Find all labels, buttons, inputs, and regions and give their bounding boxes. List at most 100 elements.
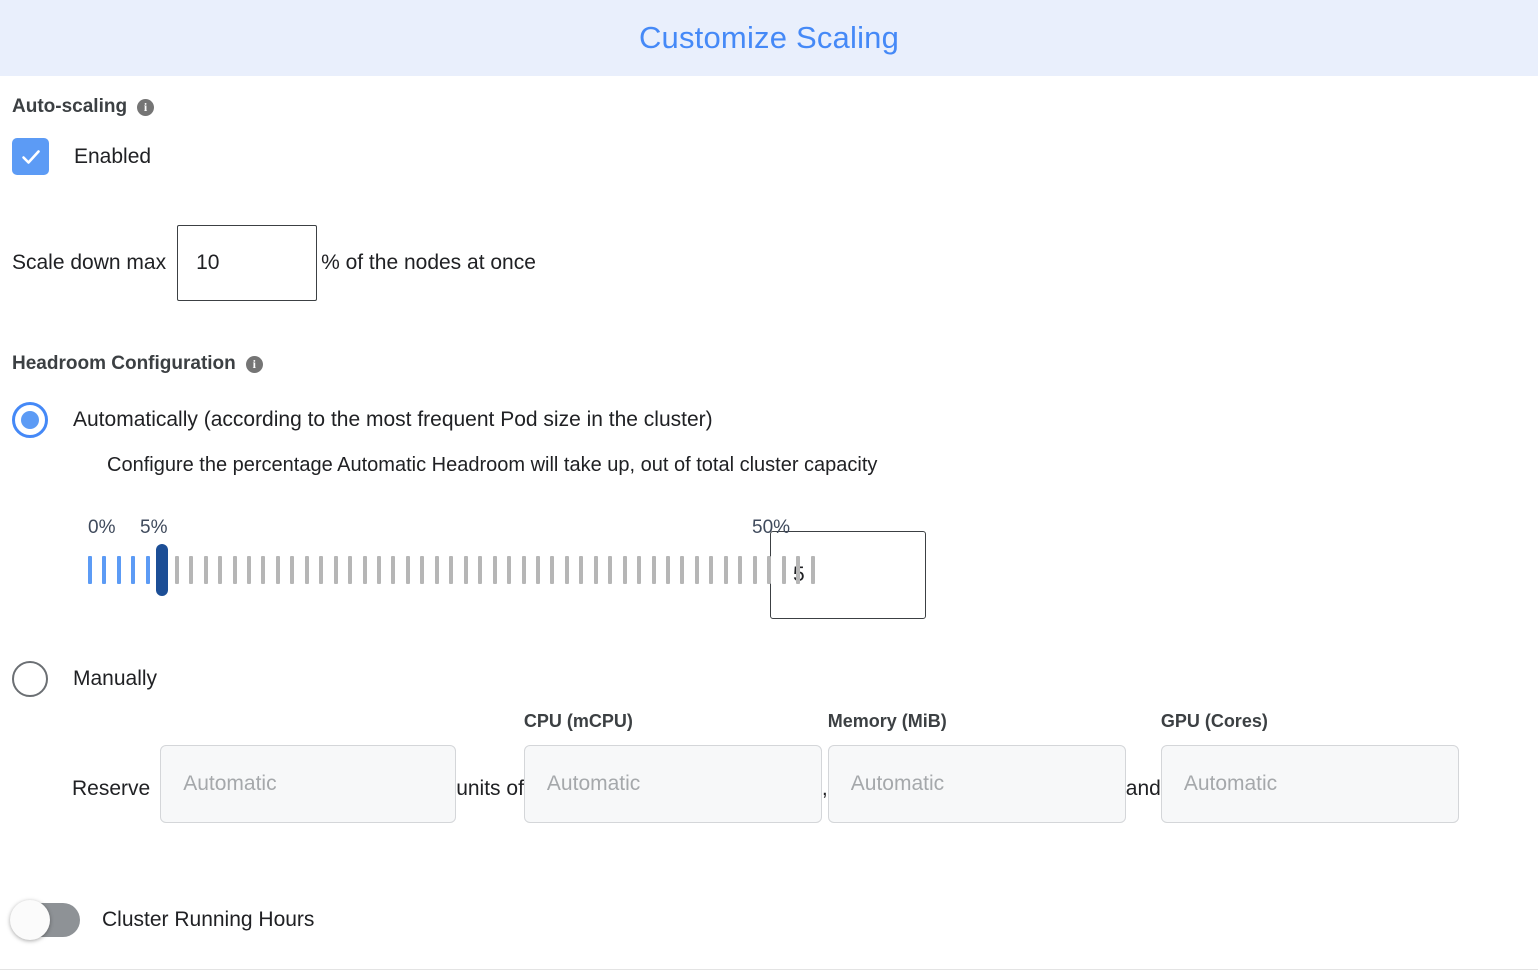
gpu-field-header: GPU (Cores) [1160,711,1268,731]
dialog-header: Customize Scaling [0,0,1538,76]
slider-tick [507,556,512,584]
memory-input[interactable] [827,745,1126,823]
headroom-slider-column: 0% 5% 50% [12,517,815,596]
slider-tick [102,556,107,584]
slider-tick [88,556,92,584]
dialog-body: Auto-scaling i Enabled Scale down max % … [0,96,1538,940]
slider-tick [651,556,656,584]
cluster-running-hours-toggle[interactable] [10,900,80,940]
slider-tick [810,556,815,584]
gpu-input[interactable] [1160,745,1459,823]
memory-field-header: Memory (MiB) [827,711,947,731]
headroom-manual-row[interactable]: Manually [12,661,1538,697]
enabled-checkbox[interactable] [12,138,49,175]
reserve-cpu-group: CPU (mCPU) [523,711,822,823]
slider-tick [564,556,569,584]
slider-tick [463,556,468,584]
comma-separator: , [821,777,828,800]
slider-tick [796,556,801,584]
headroom-automatic-description: Configure the percentage Automatic Headr… [107,454,878,476]
slider-max-label: 50% [752,517,791,538]
slider-thumb[interactable] [156,544,169,596]
slider-tick [478,556,483,584]
slider-tick [593,556,598,584]
slider-tick [449,556,454,584]
info-icon[interactable]: i [245,355,263,373]
reserve-fields-row: Reserve units of CPU (mCPU) , Memory (Mi… [12,711,1538,823]
radio-manually[interactable] [12,661,48,697]
slider-tick [405,556,410,584]
slider-tick [261,556,266,584]
auto-scaling-enabled-row[interactable]: Enabled [12,138,1538,175]
radio-manually-label: Manually [73,667,158,690]
slider-tick [275,556,280,584]
slider-tick [550,556,555,584]
slider-tick [521,556,526,584]
slider-tick [637,556,642,584]
slider-tick-labels: 0% 5% 50% [80,517,790,541]
headroom-configuration-label: Headroom Configuration [12,353,236,374]
slider-tick [622,556,627,584]
cpu-input[interactable] [523,745,822,823]
headroom-percentage-input[interactable] [770,531,926,619]
cluster-running-hours-row[interactable]: Cluster Running Hours [10,900,1538,940]
cluster-running-hours-label: Cluster Running Hours [102,908,315,931]
slider-tick [738,556,743,584]
slider-tick [680,556,685,584]
slider-tick [116,556,121,584]
slider-tick [377,556,381,584]
slider-tick [391,556,396,584]
slider-tick [434,556,439,584]
slider-tick [709,556,714,584]
slider-tick [492,556,497,584]
slider-tick [232,556,237,584]
slider-tick [246,556,251,584]
slider-tick [579,556,584,584]
page-title: Customize Scaling [638,20,900,55]
scale-down-max-suffix: % of the nodes at once [321,251,536,274]
slider-tick [420,556,425,584]
slider-tick [535,556,540,584]
slider-tick [189,556,194,584]
slider-tick [362,556,367,584]
reserve-gpu-group: GPU (Cores) [1160,711,1459,823]
slider-tick [333,556,338,584]
headroom-slider-track[interactable] [80,544,816,596]
reserve-label: Reserve [72,777,151,800]
slider-tick [694,556,699,584]
slider-tick [608,556,613,584]
scale-down-max-row: Scale down max % of the nodes at once [12,225,1538,301]
radio-automatic-label: Automatically (according to the most fre… [73,408,713,431]
slider-tick [203,556,208,584]
slider-tick [145,556,150,584]
slider-tick [218,556,223,584]
auto-scaling-label: Auto-scaling [12,96,128,117]
slider-tick [304,556,309,584]
slider-tick [781,556,786,584]
slider-current-label: 5% [140,517,168,538]
reserve-units-input[interactable] [160,745,457,823]
scale-down-max-input[interactable] [177,225,318,301]
slider-tick [319,556,324,584]
info-icon[interactable]: i [137,98,155,116]
auto-scaling-section-heading: Auto-scaling i [12,96,1538,118]
headroom-automatic-row[interactable]: Automatically (according to the most fre… [12,402,1538,438]
slider-tick [752,556,757,584]
slider-tick [131,556,136,584]
slider-min-label: 0% [88,517,116,538]
scale-down-max-label: Scale down max [12,251,167,274]
slider-tick [767,556,772,584]
enabled-label: Enabled [74,144,152,168]
units-of-label: units of [456,777,524,800]
slider-tick [666,556,670,584]
cpu-field-header: CPU (mCPU) [523,711,633,731]
and-label: and [1125,777,1161,800]
reserve-units-group [160,711,457,823]
toggle-knob [10,900,50,940]
slider-tick [174,556,179,584]
slider-tick [290,556,295,584]
radio-automatic[interactable] [12,402,48,438]
slider-tick [723,556,728,584]
headroom-section-heading: Headroom Configuration i [12,353,1538,375]
slider-tick [348,556,353,584]
